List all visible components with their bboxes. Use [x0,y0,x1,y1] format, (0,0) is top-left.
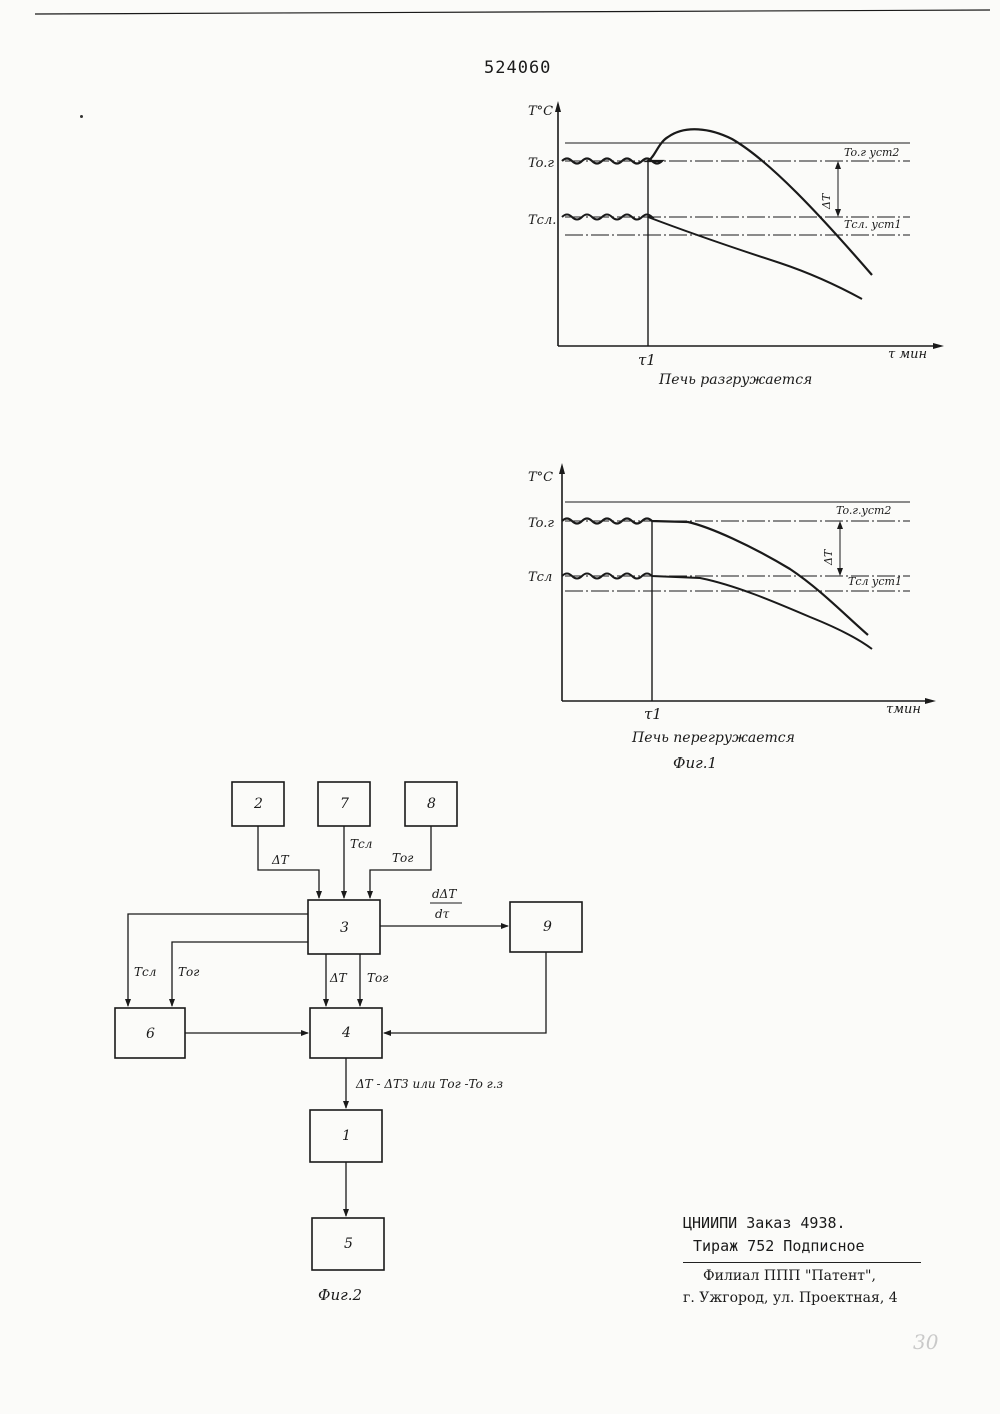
imprint-line-3: Филиал ППП "Патент", [703,1268,876,1284]
chart-unloading: T°C To.г Tсл. To.г уст2 Tсл. уст1 ΔT τ1 … [510,95,960,395]
t-og-label: To.г [528,516,554,531]
chart-overloading: T°C To.г Tсл To.г.уст2 Tсл уст1 ΔT τ1 τм… [510,457,960,757]
block-4-label: 4 [341,1025,351,1041]
block-9-label: 9 [543,919,552,935]
signal-t-sl: Tсл [350,837,372,851]
figure-2-label: Фиг.2 [318,1286,362,1304]
page-mark: 30 [913,1330,938,1354]
caption-unloading: Печь разгружается [659,372,812,388]
y-axis-label: T°C [528,470,553,485]
t-sl-curve [562,215,862,300]
y-axis-arrow [559,463,565,474]
setpoint-lower-label: Tсл уст1 [848,575,902,588]
block-7-label: 7 [340,796,349,812]
block-6-label: 6 [146,1026,155,1042]
imprint-line-1: ЦНИИПИ Заказ 4938. [683,1214,846,1232]
setpoint-lower-label: Tсл. уст1 [844,218,901,231]
x-axis-label: τ мин [888,347,927,362]
tau1-label: τ1 [638,351,656,369]
signal-output-expr: ΔT - ΔT3 или Tог -To г.з [355,1077,503,1091]
block-8-label: 8 [427,796,436,812]
t-og-label: To.г [528,156,554,171]
signal-delta-t-out: ΔT [329,971,348,985]
t-sl-curve [562,574,872,650]
block-3-label: 3 [340,920,349,936]
setpoint-upper-label: To.г.уст2 [836,504,891,517]
patent-number: 524060 [484,58,551,78]
block-5-label: 5 [344,1236,353,1252]
signal-t-sl-left: Tсл [134,965,156,979]
imprint-line-4: г. Ужгород, ул. Проектная, 4 [683,1290,898,1306]
t-og-curve [562,519,868,636]
t-sl-label: Tсл. [528,213,556,228]
signal-t-og-left: Tог [178,965,199,979]
block-1-label: 1 [342,1128,351,1144]
imprint-line-2: Тираж 752 Подписное [693,1237,865,1255]
caption-overloading: Печь перегружается [632,730,795,746]
y-axis-arrow [555,101,561,112]
t-sl-label: Tсл [528,570,552,585]
delta-t-label: ΔT [820,192,833,210]
signal-delta-t: ΔT [271,853,290,867]
x-axis-arrow [925,698,936,704]
signal-derivative-num: dΔT [432,887,457,901]
link-9-to-4 [384,952,546,1033]
imprint-rule [683,1262,921,1263]
setpoint-upper-label: To.г уст2 [844,146,899,159]
signal-derivative-den: dτ [435,907,450,921]
figure-1-label: Фиг.1 [673,754,717,772]
link-3-to-6-t-sl [128,914,308,1006]
x-axis-label: τмин [886,702,921,717]
block-diagram: 2 7 8 3 9 6 4 1 5 ΔT Tсл Tог dΔT dτ Tсл … [0,770,620,1330]
stray-dot [80,115,83,118]
block-2-label: 2 [253,796,263,812]
y-axis-label: T°C [528,104,553,119]
delta-t-label: ΔT [822,548,835,566]
signal-t-og-out: Tог [367,971,388,985]
tau1-label: τ1 [644,705,662,723]
signal-t-og: Tог [392,851,413,865]
x-axis-arrow [933,343,944,349]
top-rule [0,0,1000,20]
